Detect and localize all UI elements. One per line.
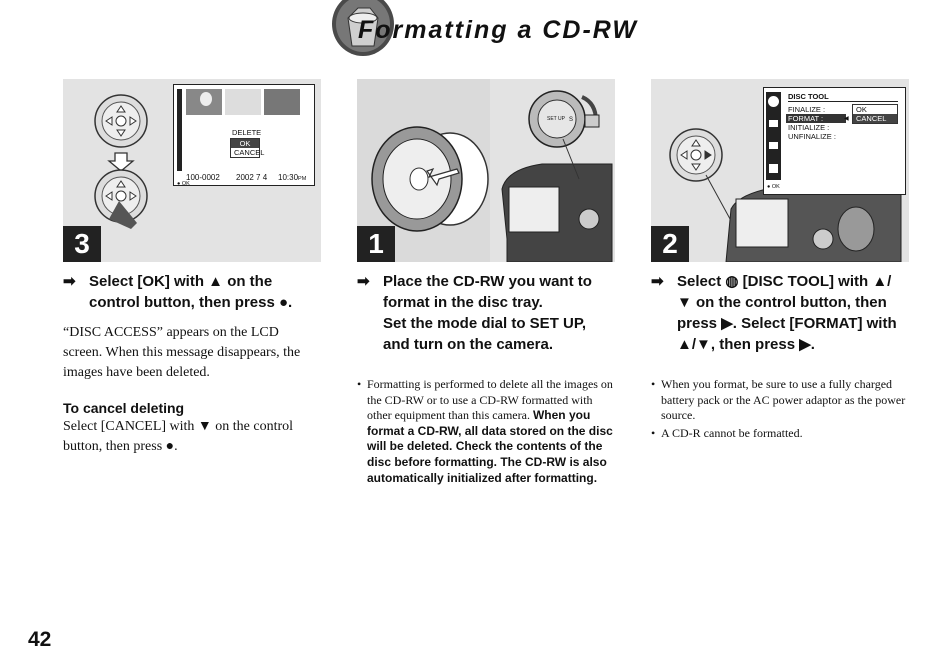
thumbnail-2	[225, 89, 261, 115]
format-options: OK CANCEL	[852, 104, 898, 124]
step-2-illustration: DISC TOOL FINALIZE : FORMAT : INITIALIZE…	[651, 79, 909, 262]
file-number: 100-0002	[186, 173, 220, 182]
list-item: A CD-R cannot be formatted.	[651, 426, 911, 442]
lcd-delete-screen: DELETE OK CANCEL 100-0002 2002 7 4 10:30…	[173, 84, 315, 187]
clock-icon[interactable]	[769, 164, 778, 173]
arrow-icon: ➡	[651, 273, 664, 290]
file-time: 10:30PM	[278, 173, 307, 182]
step-badge-2: 2	[651, 226, 689, 262]
page-number: 42	[28, 628, 52, 651]
control-button-illustration	[94, 94, 148, 229]
step-1-instruction: ➡ Place the CD-RW you want to format in …	[357, 273, 592, 353]
step-badge-1: 1	[357, 226, 395, 262]
menu-item-initialize[interactable]: INITIALIZE :	[788, 123, 830, 132]
step-badge-3: 3	[63, 226, 101, 262]
delete-menu-title: DELETE	[232, 128, 262, 137]
camera-disc-tray-illustration	[357, 79, 613, 262]
mode-dial-s-label: S	[569, 117, 574, 123]
page-title: Formatting a CD-RW	[358, 16, 638, 44]
thumbnail-1	[186, 89, 222, 115]
list-item: When you format, be sure to use a fully …	[651, 377, 911, 424]
ok-hint: ● OK	[767, 184, 780, 190]
menu-item-format[interactable]: FORMAT :	[786, 114, 846, 123]
menu-item-unfinalize[interactable]: UNFINALIZE :	[788, 132, 836, 141]
title-cd-icon	[332, 0, 394, 56]
format-cancel-option[interactable]: CANCEL	[853, 114, 897, 123]
mode-dial-setup-label: SET UP	[547, 116, 565, 122]
camera-icon[interactable]	[769, 120, 778, 127]
option-pointer-icon: ◀	[844, 116, 849, 122]
delete-menu: OK CANCEL	[230, 138, 265, 158]
menu-item-finalize[interactable]: FINALIZE :	[788, 105, 826, 114]
step-2-instruction: ➡ Select ◍ [DISC TOOL] with ▲/ ▼ on the …	[651, 273, 897, 353]
thumbnail-3	[264, 89, 300, 115]
list-item: Formatting is performed to delete all th…	[357, 377, 617, 486]
lcd-menu-icon-strip	[766, 92, 781, 180]
disc-tool-icon[interactable]	[768, 96, 779, 107]
step-3-instruction: ➡ Select [OK] with ▲ on the control butt…	[63, 273, 293, 311]
cancel-body: Select [CANCEL] with ▼ on the control bu…	[63, 419, 294, 454]
step-1-illustration: SET UP S 1	[357, 79, 615, 262]
ok-hint: ● OK	[177, 181, 190, 187]
camera-control-illustration	[669, 128, 902, 262]
file-date: 2002 7 4	[236, 173, 268, 182]
lcd-scroll-bar	[177, 89, 182, 171]
arrow-icon: ➡	[357, 273, 370, 290]
disc-tool-title: DISC TOOL	[788, 92, 898, 102]
step-3-illustration: DELETE OK CANCEL 100-0002 2002 7 4 10:30…	[63, 79, 321, 262]
step-1-notes: Formatting is performed to delete all th…	[357, 377, 617, 488]
lcd-disc-tool-screen: DISC TOOL FINALIZE : FORMAT : INITIALIZE…	[763, 87, 906, 195]
cancel-heading: To cancel deleting	[63, 400, 185, 416]
arrow-icon: ➡	[63, 273, 76, 290]
step-3-body: “DISC ACCESS” appears on the LCD screen.…	[63, 325, 301, 380]
delete-cancel-option[interactable]: CANCEL	[234, 148, 265, 157]
setup-icon[interactable]	[769, 142, 778, 149]
step-2-notes: When you format, be sure to use a fully …	[651, 377, 911, 443]
delete-ok-option[interactable]: OK	[231, 139, 259, 148]
format-ok-option[interactable]: OK	[856, 105, 867, 114]
